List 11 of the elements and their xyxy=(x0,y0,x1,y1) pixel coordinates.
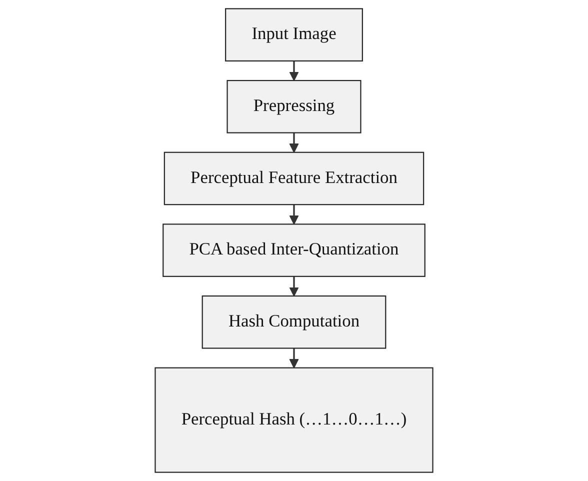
node-box: Prepressing xyxy=(226,80,362,134)
arrow xyxy=(289,348,299,368)
node-box: Input Image xyxy=(225,8,363,62)
arrow xyxy=(289,132,299,153)
node-box: Perceptual Feature Extraction xyxy=(164,152,424,206)
arrow xyxy=(289,204,299,225)
node-box: PCA based Inter-Quantization xyxy=(162,224,426,277)
arrow xyxy=(289,60,299,81)
arrow xyxy=(289,276,299,296)
node-box: Perceptual Hash (…1…0…1…) xyxy=(154,367,434,473)
node-box: Hash Computation xyxy=(202,295,386,349)
